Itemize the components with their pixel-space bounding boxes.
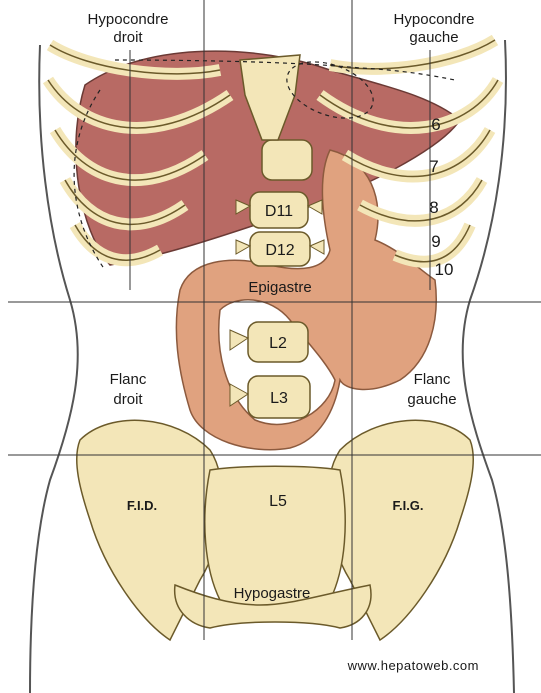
label-hypochondre-droit-line1: Hypocondre <box>88 11 169 28</box>
sternum <box>239 54 301 141</box>
region-grid <box>8 0 541 640</box>
pubis <box>174 583 372 629</box>
label-hypogastre: Hypogastre <box>234 585 311 602</box>
dashed-spleen-outline <box>286 61 374 119</box>
vertebra-d12-body <box>249 231 311 267</box>
label-rib-6: 6 <box>431 115 440 134</box>
label-rib-8: 8 <box>429 198 438 217</box>
label-epigastre: Epigastre <box>248 279 311 296</box>
rib-cage-right <box>316 34 504 268</box>
label-vertebra-l2: L2 <box>269 335 287 352</box>
label-hypochondre-gauche-line1: Hypocondre <box>394 11 475 28</box>
label-rib-7: 7 <box>429 157 438 176</box>
rib-cage-left <box>42 39 234 267</box>
label-rib-9: 9 <box>431 232 440 251</box>
torso-outline-left <box>29 44 79 693</box>
vertebra-d11-body <box>249 191 309 229</box>
label-flanc-gauche-line1: Flanc <box>414 371 451 388</box>
dashed-contour-top <box>114 59 456 81</box>
label-fid: F.I.D. <box>127 498 157 513</box>
label-rib-10: 10 <box>435 260 454 279</box>
label-hypochondre-droit-line2: droit <box>113 29 143 46</box>
vertebra-l3-body <box>247 375 311 419</box>
dashed-contour-left <box>73 89 106 271</box>
label-flanc-gauche-line2: gauche <box>407 391 456 408</box>
label-fig: F.I.G. <box>392 498 423 513</box>
label-flanc-droit-line1: Flanc <box>110 371 147 388</box>
label-vertebra-d11: D11 <box>265 203 293 220</box>
pelvis <box>75 419 475 642</box>
torso-outline-right <box>461 39 515 693</box>
label-vertebra-l3: L3 <box>270 390 288 407</box>
website-credit: www.hepatoweb.com <box>347 658 479 673</box>
label-vertebra-l5: L5 <box>269 493 287 510</box>
vertebra-l2-body <box>247 321 309 363</box>
label-flanc-droit-line2: droit <box>113 391 143 408</box>
label-vertebra-d12: D12 <box>265 242 294 259</box>
label-hypochondre-gauche-line2: gauche <box>409 29 458 46</box>
